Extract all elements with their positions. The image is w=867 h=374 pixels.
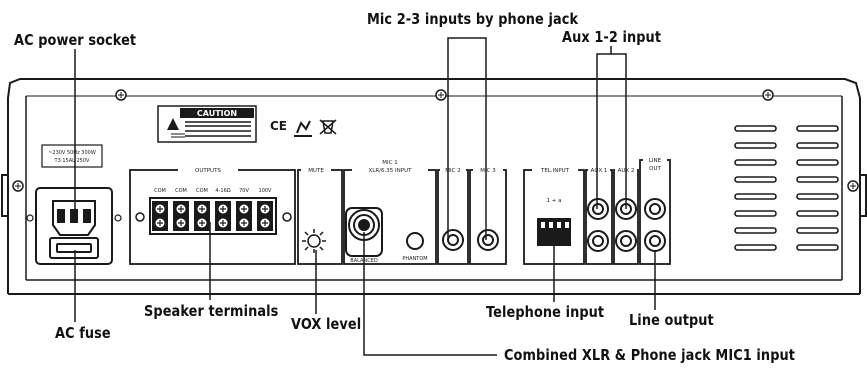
outputs-title: OUTPUTS (195, 168, 221, 174)
vent-slot (734, 159, 777, 166)
mic2-jack (442, 229, 464, 251)
callout-ac-fuse: AC fuse (55, 324, 111, 342)
terminal-label: COM (175, 188, 187, 194)
chassis-outline (7, 78, 861, 294)
speaker-terminal (173, 201, 189, 231)
vent-slot (734, 227, 777, 234)
vent-slot (796, 142, 839, 149)
mute-title: MUTE (308, 168, 324, 174)
vent-slot (796, 176, 839, 183)
terminal-label: 100V (259, 188, 273, 194)
phantom-label: PHANTOM (402, 256, 427, 262)
mic1-title: MIC 1 (382, 160, 397, 166)
caution-label: CAUTION (157, 105, 257, 143)
callout-line-output: Line output (629, 311, 714, 329)
vent-slot (796, 125, 839, 132)
callout-vox-level: VOX level (291, 315, 362, 333)
vent-slot (734, 142, 777, 149)
aux1-rca-jack-bottom (587, 230, 609, 252)
speaker-terminal-strip (149, 197, 277, 235)
callout-mic-2-3: Mic 2-3 inputs by phone jack (367, 10, 579, 28)
vent-slot (734, 125, 777, 132)
line-out-rca-jack-bottom (644, 230, 666, 252)
phantom-switch (406, 232, 424, 250)
mic2-title: MIC 2 (445, 168, 460, 174)
leader-aux12 (596, 46, 627, 209)
ac-fuse-holder (49, 237, 99, 259)
aux1-panel (585, 169, 613, 265)
speaker-terminal (194, 201, 210, 231)
callout-aux-1-2: Aux 1-2 input (562, 28, 662, 46)
vent-slot (796, 193, 839, 200)
speaker-terminal (152, 201, 168, 231)
speaker-terminal (257, 201, 273, 231)
voltage-label: ~230V 50Hz 300W T3.15AL 250V (41, 144, 103, 168)
vox-level-knob (302, 229, 326, 253)
callout-ac-power-socket: AC power socket (14, 31, 137, 49)
ctick-icon (294, 120, 312, 137)
ventilation-slots (734, 125, 839, 251)
callout-speaker-terminals: Speaker terminals (144, 302, 279, 320)
leader-mic1 (363, 232, 497, 356)
mic3-jack (477, 229, 499, 251)
svg-text:~230V 50Hz 300W: ~230V 50Hz 300W (48, 150, 96, 156)
vent-slot (734, 193, 777, 200)
vent-slot (796, 210, 839, 217)
terminal-label: COM (196, 188, 208, 194)
line-title: LINE (649, 158, 662, 164)
callout-telephone-input: Telephone input (486, 303, 605, 321)
svg-text:T3.15AL 250V: T3.15AL 250V (54, 158, 91, 164)
mic3-title: MIC 3 (480, 168, 496, 174)
aux1-rca-jack-top (587, 198, 609, 220)
vent-slot (734, 176, 777, 183)
terminal-label: 4-16Ω (215, 188, 230, 194)
leader-mic23 (447, 37, 487, 240)
caution-text: CAUTION (197, 109, 237, 118)
ac-power-socket (35, 187, 113, 265)
line-out-rca-jack-top (644, 198, 666, 220)
terminal-label: 70V (239, 188, 249, 194)
tel-pins-label: 1 + a (547, 198, 562, 204)
callout-combined-mic1: Combined XLR & Phone jack MIC1 input (504, 346, 796, 364)
vent-slot (734, 244, 777, 251)
mute-panel (297, 169, 343, 265)
vent-slot (796, 244, 839, 251)
left-rack-ear (1, 174, 8, 217)
vent-slot (734, 210, 777, 217)
aux2-rca-jack-bottom (615, 230, 637, 252)
vent-slot (796, 159, 839, 166)
mic1-subtitle: XLR/6.35 INPUT (369, 168, 413, 174)
right-rack-ear (860, 174, 867, 217)
weee-bin-icon (319, 119, 337, 135)
speaker-terminal (215, 201, 231, 231)
terminal-label: COM (154, 188, 166, 194)
speaker-terminal (236, 201, 252, 231)
vent-slot (796, 227, 839, 234)
line-out-title: OUT (649, 166, 661, 172)
aux1-title: AUX 1 (591, 168, 608, 174)
telephone-input-connector (537, 218, 571, 246)
ce-mark: CE (270, 119, 287, 133)
tel-input-title: TEL.INPUT (540, 168, 570, 174)
